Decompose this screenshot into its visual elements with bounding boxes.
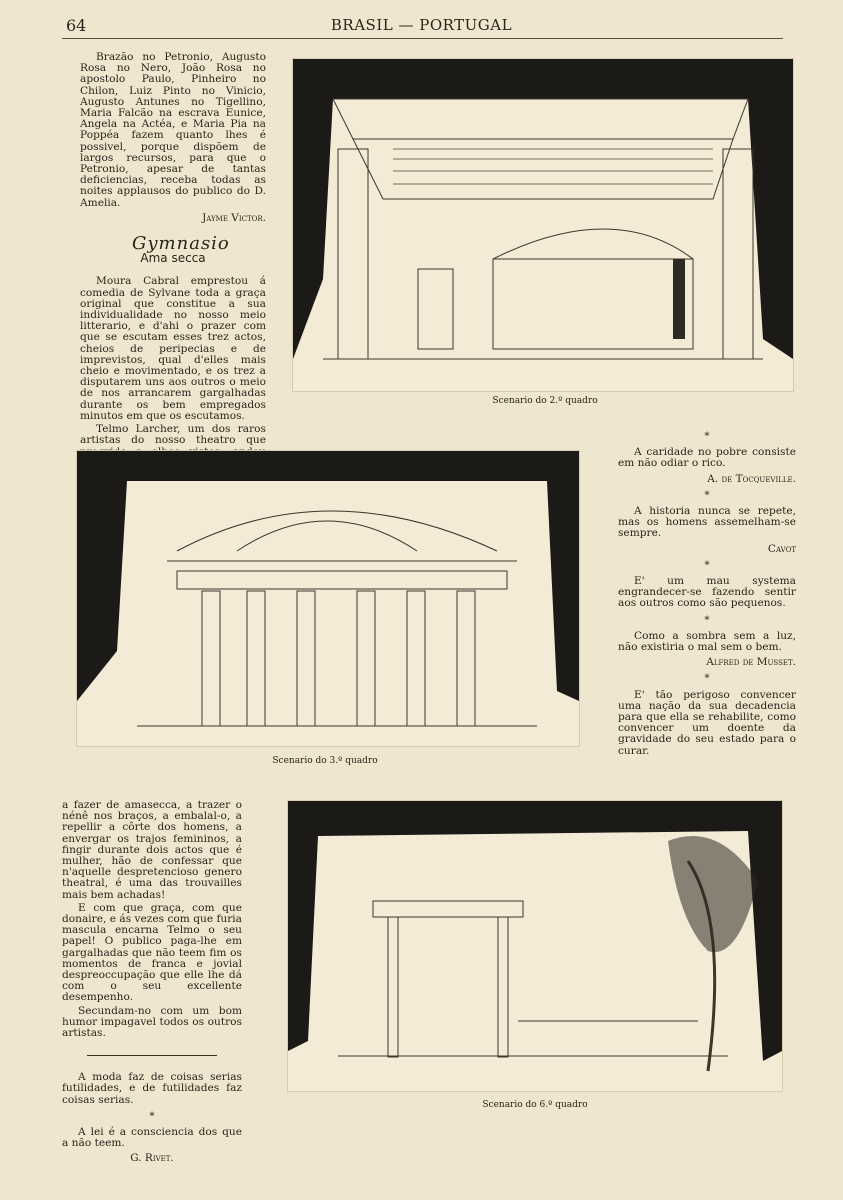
quote-text: E' um mau systema engrandecer-se fazendo…: [618, 575, 796, 610]
separator-star: *: [149, 1110, 155, 1122]
header-rule: [62, 38, 783, 39]
illustration-scene-3: [76, 450, 580, 747]
section-title: Gymnasio: [132, 233, 230, 255]
illustration-scene-2: [292, 58, 794, 392]
separator-star: *: [704, 559, 710, 571]
quote-author: G. Rivet.: [130, 1152, 174, 1165]
intro-paragraph: Brazão no Petronio, Augusto Rosa no Nero…: [80, 51, 266, 209]
caption-scene-6: Scenario do 6.º quadro: [482, 1100, 588, 1110]
paragraph: Secundam-no com um bom humor impagavel t…: [62, 1004, 242, 1040]
quote-author: A. de Tocqueville.: [707, 472, 796, 485]
paragraph: E com que graça, com que donaire, e ás v…: [62, 901, 242, 1004]
separator-star: *: [704, 614, 710, 626]
left-bottom-column: a fazer de amasecca, a trazer o nénê nos…: [62, 799, 242, 1169]
page-number: 64: [66, 16, 87, 35]
signature: Jayme Victor.: [202, 211, 266, 224]
quote-author: Alfred de Musset.: [706, 656, 796, 669]
separator-star: *: [704, 431, 710, 442]
section-subtitle: Ama secca: [140, 251, 206, 266]
quote-text: Como a sombra sem a luz, não existiria o…: [618, 629, 796, 654]
caption-scene-2: Scenario do 2.º quadro: [492, 396, 598, 406]
illustration-scene-6: [287, 800, 783, 1092]
paragraph: Moura Cabral emprestou á comedia de Sylv…: [80, 275, 266, 422]
running-header: BRASIL — PORTUGAL: [330, 16, 513, 34]
quote-text: A historia nunca se repete, mas os homen…: [618, 505, 796, 540]
section-rule: [87, 1055, 217, 1057]
right-quotes-column: * A caridade no pobre consiste em não od…: [618, 426, 796, 759]
paragraph: a fazer de amasecca, a trazer o nénê nos…: [62, 799, 242, 901]
separator-star: *: [704, 673, 710, 685]
quote-text: E' tão perigoso convencer uma nação da s…: [618, 688, 796, 757]
quote-text: A lei é a consciencia dos que a não teem…: [62, 1126, 242, 1150]
caption-scene-3: Scenario do 3.º quadro: [272, 756, 378, 766]
quote-text: A moda faz de coisas serias futilidades,…: [62, 1071, 242, 1106]
quote-text: A caridade no pobre consiste em não odia…: [618, 446, 796, 470]
separator-star: *: [704, 489, 710, 501]
quote-author: Cavot: [767, 542, 796, 555]
